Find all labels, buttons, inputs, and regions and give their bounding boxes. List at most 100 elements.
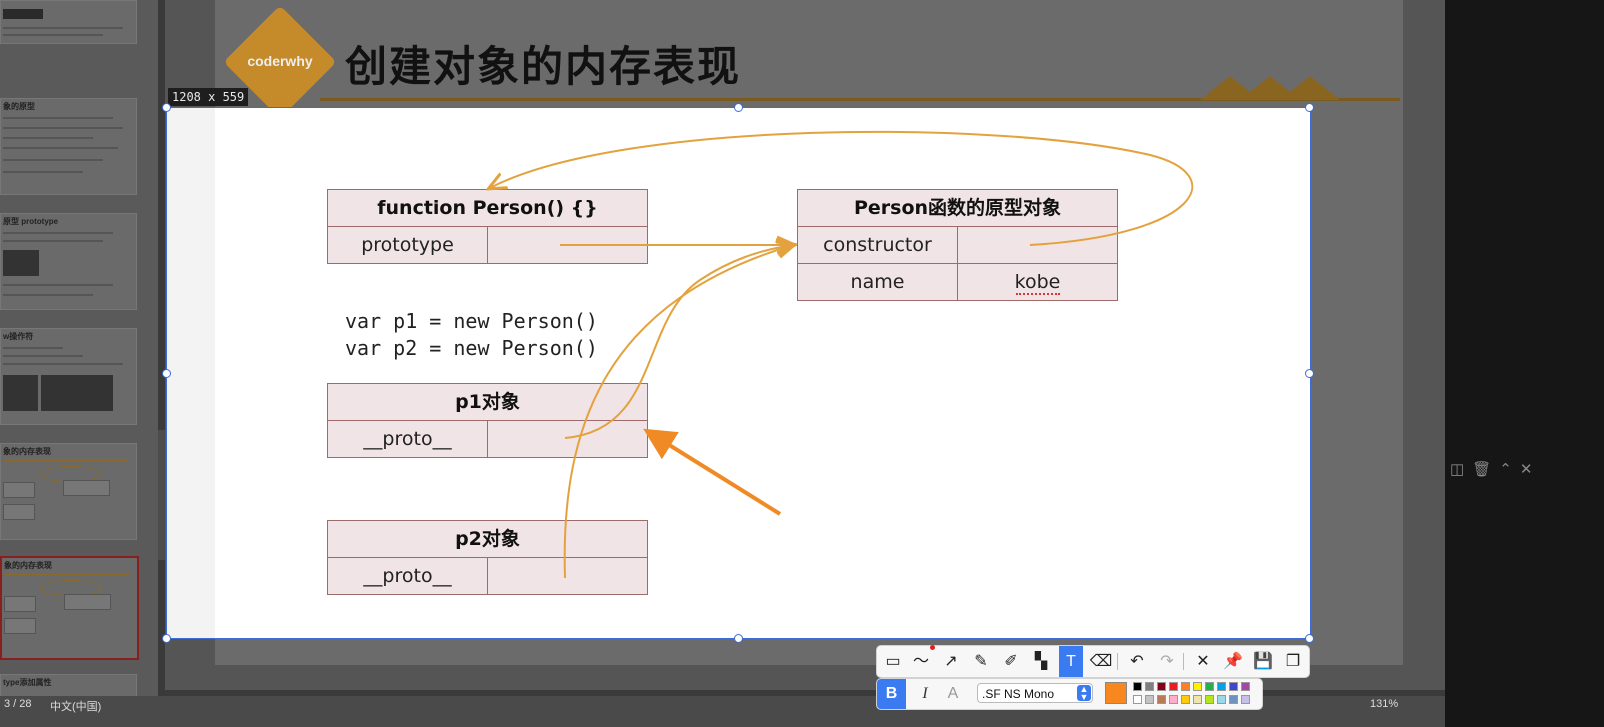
bold-button[interactable]: B: [877, 679, 906, 709]
constructor-arrow: [490, 130, 1194, 246]
p2-proto-key: __proto__: [363, 565, 452, 587]
annotation-arrow: [643, 428, 782, 516]
slide-thumbnail[interactable]: [0, 0, 137, 44]
color-swatch[interactable]: [1133, 682, 1142, 691]
text-tool-icon[interactable]: T: [1059, 646, 1083, 677]
close-icon[interactable]: ✕: [1196, 653, 1210, 670]
code-block: var p1 = new Person()var p2 = new Person…: [345, 308, 598, 362]
prototype-key: prototype: [361, 234, 454, 256]
current-color-swatch[interactable]: [1105, 682, 1127, 704]
name-value: kobe: [957, 264, 1117, 300]
color-swatch[interactable]: [1169, 682, 1178, 691]
recording-dot: [930, 645, 935, 650]
thumbnail-title: type添加属性: [3, 678, 52, 687]
color-swatch[interactable]: [1169, 695, 1178, 704]
p2-object-box: p2对象 __proto__: [327, 520, 648, 595]
outline-button[interactable]: A: [947, 685, 959, 702]
color-swatch[interactable]: [1229, 682, 1238, 691]
save-icon[interactable]: 💾: [1253, 653, 1273, 670]
eraser-icon[interactable]: ⌫: [1089, 653, 1113, 670]
name-key: name: [850, 271, 905, 293]
toolbar-separator: [1117, 653, 1118, 670]
right-panel: [1445, 0, 1604, 727]
logo-text: coderwhy: [247, 53, 313, 69]
person-function-box: function Person() {} prototype: [327, 189, 648, 264]
slide-margin: [167, 108, 215, 638]
resize-handle-ne[interactable]: [1305, 103, 1314, 112]
freehand-icon[interactable]: 〜: [912, 653, 929, 670]
color-swatch[interactable]: [1145, 695, 1154, 704]
color-swatch[interactable]: [1193, 695, 1202, 704]
toolbar-separator: [1183, 653, 1184, 670]
text-format-bar: B I A .SF NS Mono ▲▼: [876, 678, 1263, 710]
resize-handle-nw[interactable]: [162, 103, 171, 112]
thumbnail-title: w操作符: [3, 332, 34, 341]
rectangle-icon[interactable]: ▭: [885, 653, 901, 670]
slide-thumbnail[interactable]: 原型 prototype: [0, 213, 137, 310]
resize-handle-e[interactable]: [1305, 369, 1314, 378]
font-family-value: .SF NS Mono: [982, 687, 1055, 701]
color-swatch[interactable]: [1133, 695, 1142, 704]
prototype-object-box: Person函数的原型对象 constructor name kobe: [797, 189, 1118, 301]
slide-thumbnail-sidebar: 象的原型 原型 prototype w操作符 象的内存表现 象的内存表现 typ…: [0, 0, 158, 712]
color-swatch[interactable]: [1157, 682, 1166, 691]
constructor-key: constructor: [823, 234, 932, 256]
code-line-1: var p1 = new Person(): [345, 309, 598, 333]
color-swatch[interactable]: [1205, 682, 1214, 691]
color-swatch[interactable]: [1229, 695, 1238, 704]
spellcheck-underline: [1016, 291, 1060, 295]
color-swatch[interactable]: [1181, 682, 1190, 691]
color-swatch[interactable]: [1181, 695, 1190, 704]
color-swatch[interactable]: [1217, 695, 1226, 704]
color-swatch[interactable]: [1241, 695, 1250, 704]
selection-size-badge: 1208 x 559: [168, 88, 249, 106]
slide-thumbnail[interactable]: 象的原型: [0, 98, 137, 195]
copy-icon[interactable]: ❐: [1285, 653, 1301, 670]
prototype-value: [487, 227, 647, 263]
thumbnail-title: 象的原型: [3, 102, 35, 111]
sidebar-scrollbar[interactable]: [158, 430, 165, 560]
person-function-header: function Person() {}: [328, 190, 647, 227]
p1-proto-key: __proto__: [363, 428, 452, 450]
italic-button[interactable]: I: [922, 685, 928, 702]
pencil-icon[interactable]: ✎: [974, 653, 988, 670]
zoom-level[interactable]: 131%: [1370, 698, 1399, 710]
color-swatch[interactable]: [1217, 682, 1226, 691]
language-indicator: 中文(中国): [50, 701, 102, 713]
undo-icon[interactable]: ↶: [1130, 653, 1144, 670]
slide-thumbnail[interactable]: w操作符: [0, 328, 137, 425]
color-swatch[interactable]: [1193, 682, 1202, 691]
color-swatch[interactable]: [1241, 682, 1250, 691]
select-stepper-icon: ▲▼: [1077, 685, 1091, 702]
color-swatch[interactable]: [1205, 695, 1214, 704]
mosaic-icon[interactable]: ▚: [1034, 653, 1048, 670]
font-family-select[interactable]: .SF NS Mono ▲▼: [977, 683, 1093, 703]
p2-object-header: p2对象: [328, 521, 647, 558]
resize-handle-n[interactable]: [734, 103, 743, 112]
mountains-icon: [1200, 76, 1340, 100]
slide-thumbnail[interactable]: 象的内存表现: [0, 443, 137, 540]
arrow-icon[interactable]: ↗: [944, 653, 958, 670]
title-divider: [320, 98, 1400, 101]
p1-proto-value: [487, 421, 647, 457]
resize-handle-w[interactable]: [162, 369, 171, 378]
trash-icon[interactable]: 🗑: [1472, 461, 1500, 478]
resize-handle-sw[interactable]: [162, 634, 171, 643]
close-icon[interactable]: ✕: [1519, 461, 1541, 478]
resize-handle-se[interactable]: [1305, 634, 1314, 643]
p1-proto-arrow: [564, 245, 793, 439]
chevron-up-icon[interactable]: ⌃: [1499, 461, 1520, 478]
thumbnail-title: 原型 prototype: [3, 217, 59, 226]
constructor-value: [957, 227, 1117, 263]
redo-icon[interactable]: ↷: [1160, 653, 1174, 670]
pin-icon[interactable]: 📌: [1223, 653, 1243, 670]
color-swatch[interactable]: [1145, 682, 1154, 691]
slide-thumbnail-active[interactable]: 象的内存表现: [0, 556, 139, 660]
slide-title: 创建对象的内存表现: [345, 42, 742, 91]
resize-handle-s[interactable]: [734, 634, 743, 643]
right-panel-icons: ◫🗑⌃✕: [1450, 460, 1540, 478]
marker-icon[interactable]: ✐: [1004, 653, 1018, 670]
split-icon[interactable]: ◫: [1450, 461, 1473, 478]
color-swatch[interactable]: [1157, 695, 1166, 704]
